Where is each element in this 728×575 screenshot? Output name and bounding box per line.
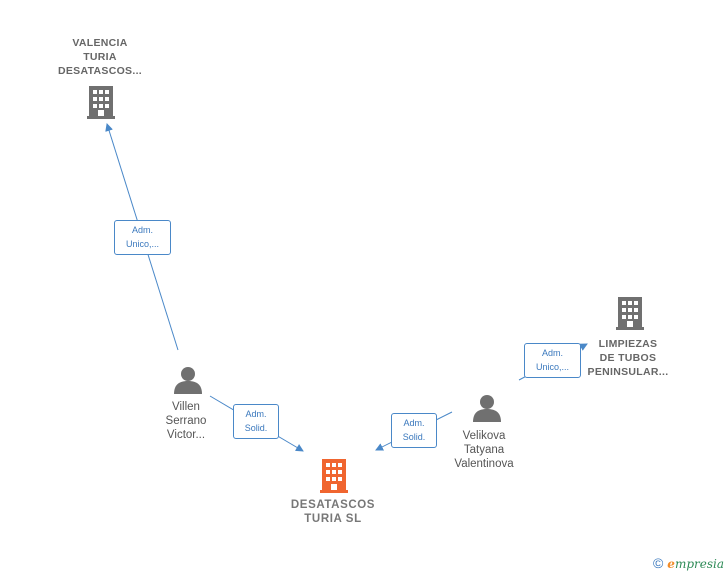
building-icon-desatascos[interactable]	[320, 459, 348, 493]
copyright-icon: ©	[652, 555, 664, 571]
role-box-velikova-limpiezas[interactable]: Adm. Unico,...	[524, 343, 581, 378]
person-label-villen[interactable]: Villen Serrano Victor...	[165, 401, 207, 441]
role-box-villen-desatascos[interactable]: Adm. Solid.	[233, 404, 279, 439]
role-box-villen-valencia[interactable]: Adm. Unico,...	[114, 220, 171, 255]
empresia-logo[interactable]: empresia	[667, 557, 724, 571]
role-box-velikova-desatascos[interactable]: Adm. Solid.	[391, 413, 437, 448]
company-label-valencia[interactable]: VALENCIA TURIA DESATASCOS...	[57, 37, 143, 77]
person-label-velikova[interactable]: Velikova Tatyana Valentinova	[454, 430, 514, 470]
building-icon-limpiezas[interactable]	[616, 297, 644, 330]
company-label-desatascos[interactable]: DESATASCOS TURIA SL	[290, 499, 376, 525]
person-icon-villen[interactable]	[174, 367, 202, 394]
empresia-footer: ©empresia	[653, 555, 724, 571]
building-icon-valencia[interactable]	[87, 86, 115, 119]
company-label-limpiezas[interactable]: LIMPIEZAS DE TUBOS PENINSULAR...	[587, 338, 669, 378]
person-icon-velikova[interactable]	[473, 395, 501, 422]
